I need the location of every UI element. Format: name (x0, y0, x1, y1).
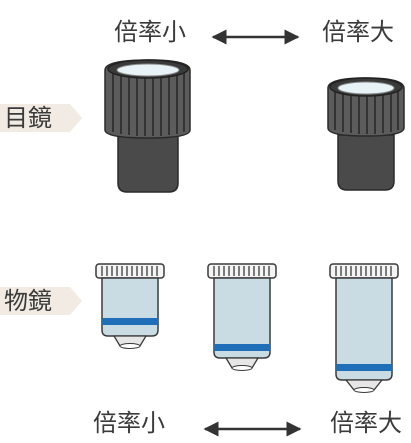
objective-tag: 物鏡 (0, 287, 70, 315)
eyepiece-high-magnification (327, 77, 405, 191)
objective-tag-shape (0, 287, 82, 315)
objective-medium-magnification (207, 263, 277, 371)
objective-low-magnification (95, 263, 165, 349)
eyepiece-tag: 目鏡 (0, 104, 70, 132)
eyepiece-high-magnification-label: 倍率大 (322, 18, 394, 46)
eyepiece-tag-shape (0, 104, 82, 132)
objective-label: 物鏡 (4, 287, 52, 315)
objective-high-magnification (329, 263, 399, 393)
eyepiece-low-magnification (104, 59, 191, 193)
objective-low-magnification-label: 倍率小 (93, 409, 165, 437)
eyepiece-label: 目鏡 (4, 104, 52, 132)
eyepiece-low-magnification-label: 倍率小 (114, 18, 186, 46)
objective-high-magnification-label: 倍率大 (330, 409, 402, 437)
